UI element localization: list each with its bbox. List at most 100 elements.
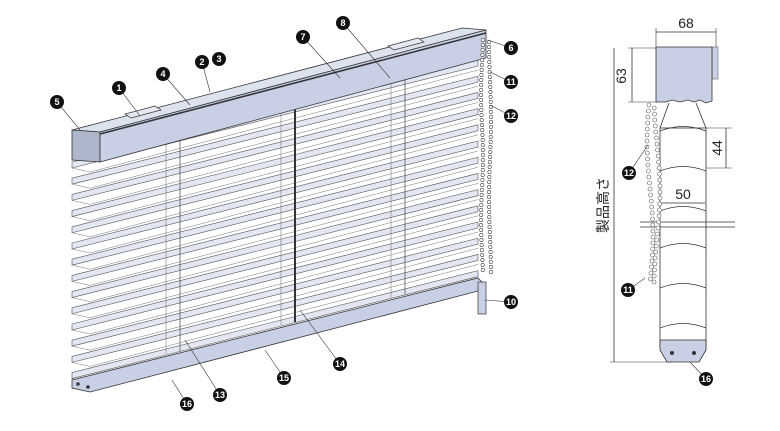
callout-marker [504,295,518,309]
ball-chain-bead [650,252,655,258]
slat-section [659,166,707,172]
ball-chain-bead [479,243,484,248]
callout-number: 10 [506,297,516,307]
ball-chain-bead [655,225,661,231]
ball-chain-bead [488,95,493,100]
ball-chain-bead [650,216,655,222]
dim-68-label: 68 [678,15,694,31]
callout-number: 6 [508,43,513,53]
dim-44-label: 44 [709,140,725,156]
ball-chain-bead [479,103,484,108]
callout-marker [504,109,518,123]
ball-chain-bead [650,240,656,246]
slat-edge [71,118,479,221]
ball-chain-bead [645,114,651,120]
callout-marker [156,67,170,81]
ball-chain-bead [656,213,662,219]
callout-leader [184,339,221,396]
ball-chain-bead [488,140,493,145]
slat-edge [71,231,479,335]
ball-chain-bead [487,75,492,80]
ball-chain-bead [645,120,650,126]
slat-edge [71,150,479,254]
ball-chain-bead [657,189,663,195]
ball-chain-bead [479,73,484,78]
ball-chain-bead [487,54,492,59]
ball-chain-bead [480,178,485,183]
ball-chain-bead [651,105,657,111]
ball-chain-bead [650,222,656,228]
callout-marker [277,371,291,385]
ball-chain-bead [487,225,492,230]
ball-chain-bead [488,115,493,120]
ball-chain-bead [487,235,492,240]
slat [71,221,479,331]
ball-chain-bead [657,201,663,207]
callout-marker [336,16,350,30]
callout-marker [699,372,713,386]
ball-chain-bead [479,223,484,228]
ball-chain-bead [487,59,492,64]
callout-marker [333,357,347,371]
slat-edge [71,102,479,205]
headrail-end [71,129,101,163]
callout-number: 11 [506,77,516,87]
ball-chain-bead [479,68,484,73]
slat [71,156,479,266]
slat-stack [659,127,707,349]
callout-number: 8 [340,18,345,28]
ball-chain-bead [652,267,657,273]
ball-chain-bead [654,141,660,147]
ball-chain-bead [650,246,656,252]
callout-number: 12 [624,168,634,178]
ball-chain-bead [488,150,493,155]
slat-edge [71,199,479,302]
ball-chain-bead [645,156,650,162]
callout-leader [302,36,341,79]
ball-chain-bead [480,148,485,153]
ball-chain-bead [488,110,493,115]
ball-chain-bead [479,93,484,98]
slat-edge [71,134,479,238]
slat-section [659,323,707,329]
ball-chain-bead [653,129,659,135]
ladder-top [659,102,707,129]
ball-chain-bead [655,147,660,153]
callout-marker [621,283,635,297]
ball-chain-bead [487,210,492,215]
ball-chain-bead [487,230,492,235]
ball-chain-bead [654,135,659,141]
callout-number: 15 [279,373,289,383]
ball-chain-bead [656,165,662,171]
callout-marker [180,397,194,411]
ball-chain-bead [478,218,483,223]
callout-marker [213,388,227,402]
side-ball-chain [644,102,663,285]
ball-chain-bead [480,158,485,163]
rivet [76,382,80,386]
ball-chain-bead [480,253,485,258]
ball-chain-bead [480,143,485,148]
headrail-groove [99,32,487,135]
ball-chain-bead [655,153,661,159]
slat-edge [71,215,479,319]
ball-chain-bead [487,205,492,210]
ball-chain-bead [651,273,657,279]
ball-chain-bead [652,111,657,117]
ball-chain-bead [649,210,655,216]
ball-chain-bead [648,192,653,198]
slat [71,189,479,298]
slat-section [659,283,707,289]
ball-chain-bead [652,123,658,129]
ball-chain-bead [487,165,492,170]
slat [71,140,479,250]
slat [71,270,479,379]
ball-chain-bead [480,37,485,42]
ball-chain-bead [487,160,492,165]
rivet [670,351,674,355]
ball-chain-bead [480,57,485,62]
callout-number: 7 [300,32,305,42]
